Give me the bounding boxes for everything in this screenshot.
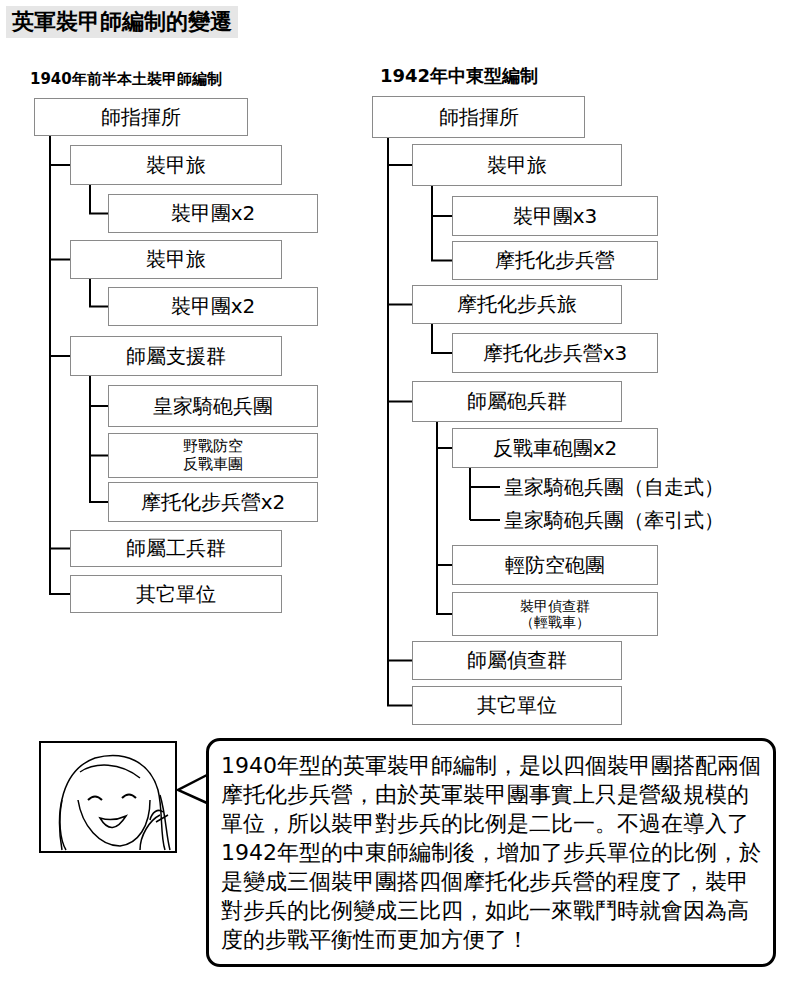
unit-name: 摩托化步兵營x2: [141, 491, 286, 514]
org-box: 師指揮所: [372, 96, 585, 138]
org-box: 師屬砲兵群: [412, 381, 622, 422]
org-box: 師屬支援群: [70, 336, 282, 376]
unit-name: 裝甲偵查群 （輕戰車）: [512, 598, 599, 630]
tree-connector: [432, 186, 452, 261]
org-box: 野戰防空 反戰車團: [108, 433, 318, 478]
org-box: 裝甲團x3: [452, 196, 658, 236]
org-box: 裝甲旅: [70, 240, 282, 279]
speech-tail: [178, 775, 207, 803]
unit-name: 野戰防空 反戰車團: [174, 438, 252, 473]
tree-connector: [388, 138, 412, 305]
unit-name: 摩托化步兵營: [495, 249, 615, 272]
tree-connector: [50, 136, 70, 356]
org-box: 反戰車砲團x2: [452, 428, 658, 468]
tree-connector: [90, 185, 108, 214]
org-box: 裝甲偵查群 （輕戰車）: [452, 592, 658, 636]
unit-name: 師指揮所: [439, 106, 519, 129]
unit-name: 皇家騎砲兵團: [153, 395, 273, 418]
unit-name: 師屬支援群: [126, 345, 226, 368]
unit-name: 裝甲團x3: [513, 205, 598, 228]
org-box: 裝甲團x2: [108, 287, 318, 326]
unit-name: 輕防空砲團: [505, 554, 605, 577]
tree-connector: [50, 136, 70, 165]
tree-connector: [90, 279, 108, 307]
unit-name: 其它單位: [477, 694, 557, 717]
unit-name: 反戰車砲團x2: [493, 437, 618, 460]
unit-name: 皇家騎砲兵團（自走式）: [504, 474, 724, 501]
unit-name: 裝甲旅: [146, 248, 206, 271]
tree-connector: [388, 138, 412, 165]
unit-name: 裝甲旅: [146, 154, 206, 177]
org-box: 師指揮所: [34, 98, 248, 136]
tree-connector: [388, 138, 412, 706]
org-box: 摩托化步兵營: [452, 241, 658, 280]
org-box: 裝甲旅: [70, 145, 282, 185]
diagram-title: 英軍裝甲師編制的變遷: [6, 6, 238, 38]
unit-name: 師屬偵查群: [467, 649, 567, 672]
tree-connector: [90, 376, 108, 502]
org-box: 摩托化步兵營x3: [452, 333, 658, 373]
tree-connector: [437, 422, 452, 565]
tree-connector: [90, 376, 108, 406]
unit-name: 裝甲團x2: [171, 202, 256, 225]
tree-connector: [432, 324, 452, 353]
portrait-frame: [40, 742, 176, 852]
unit-name: 摩托化步兵營x3: [483, 342, 628, 365]
column-heading: 1940年前半本土裝甲師編制: [30, 70, 222, 89]
unit-name: 其它單位: [136, 583, 216, 606]
callout-text: 1940年型的英軍裝甲師編制，是以四個裝甲團搭配兩個摩托化步兵營，由於英軍裝甲團…: [221, 751, 761, 954]
unit-name: 師屬砲兵群: [467, 390, 567, 413]
org-box: 師屬偵查群: [412, 641, 622, 680]
tree-connector: [432, 186, 452, 216]
tree-connector: [90, 376, 108, 456]
org-box: 其它單位: [70, 575, 282, 613]
speech-bubble: 1940年型的英軍裝甲師編制，是以四個裝甲團搭配兩個摩托化步兵營，由於英軍裝甲團…: [206, 738, 776, 967]
org-box: 皇家騎砲兵團: [108, 385, 318, 427]
unit-name: 摩托化步兵旅: [457, 293, 577, 316]
unit-name: 皇家騎砲兵團（牽引式）: [504, 507, 724, 534]
unit-name: 裝甲團x2: [171, 295, 256, 318]
tree-connector: [50, 136, 70, 594]
org-box: 師屬工兵群: [70, 530, 282, 567]
org-box: 裝甲旅: [412, 144, 622, 186]
column-heading: 1942年中東型編制: [380, 64, 538, 88]
tree-connector: [437, 422, 452, 448]
org-box: 裝甲團x2: [108, 194, 318, 233]
tree-connector: [50, 136, 70, 260]
tree-connector: [388, 138, 412, 661]
unit-name: 師指揮所: [101, 106, 181, 129]
tree-line: [470, 468, 500, 520]
tree-connector: [388, 138, 412, 402]
unit-name: 師屬工兵群: [126, 537, 226, 560]
tree-connector: [437, 422, 452, 614]
org-box: 摩托化步兵旅: [412, 285, 622, 324]
org-box: 其它單位: [412, 686, 622, 725]
girl-face: [60, 756, 170, 850]
unit-name: 裝甲旅: [487, 154, 547, 177]
tree-connector: [50, 136, 70, 549]
org-box: 輕防空砲團: [452, 545, 658, 585]
org-box: 摩托化步兵營x2: [108, 482, 318, 522]
